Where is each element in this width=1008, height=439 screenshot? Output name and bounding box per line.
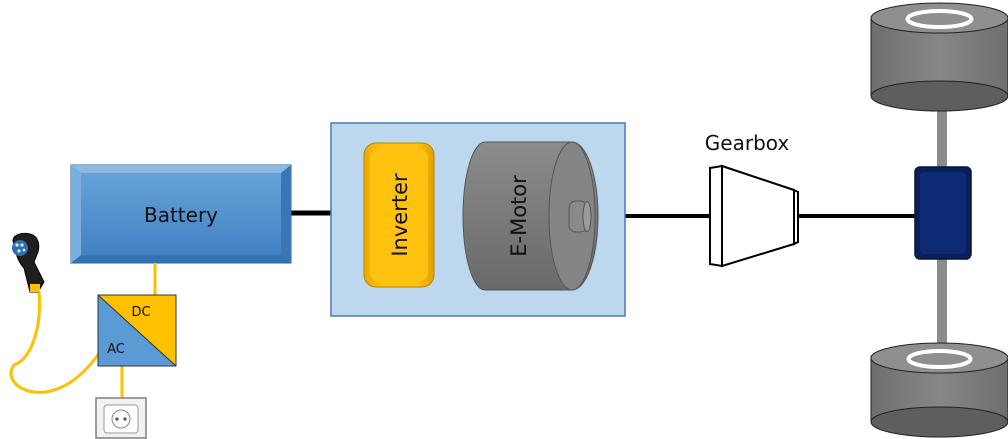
battery-label: Battery: [144, 203, 218, 227]
charging-plug-icon: [12, 233, 45, 293]
dc-label: DC: [131, 305, 150, 320]
e-motor-block: E-Motor: [462, 141, 599, 291]
wall-socket-icon: [95, 397, 147, 439]
e-motor-label: E-Motor: [507, 175, 531, 257]
gearbox-label: Gearbox: [705, 131, 790, 155]
bottom-wheel: [870, 342, 1008, 438]
charging-cable: [9, 291, 106, 394]
inverter-block: Inverter: [363, 142, 435, 288]
gearbox: Gearbox: [705, 131, 799, 268]
ac-label: AC: [107, 342, 125, 357]
battery-block: Battery: [70, 164, 292, 264]
motor-shaft-stub: [568, 200, 592, 233]
ac-dc-converter: DC AC: [97, 294, 177, 367]
differential: [914, 166, 972, 260]
top-wheel: [870, 2, 1008, 112]
inverter-label: Inverter: [388, 173, 412, 257]
